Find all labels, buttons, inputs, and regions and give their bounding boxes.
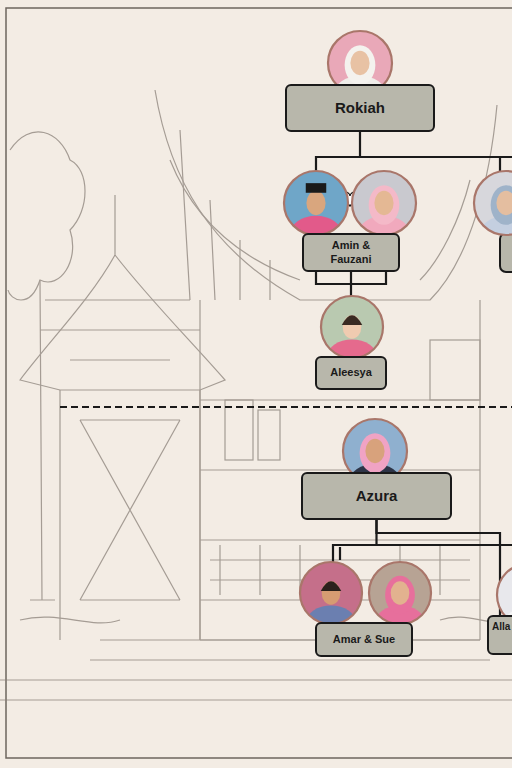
person-box: Alla bbox=[487, 615, 512, 655]
person-name: Aleesya bbox=[330, 366, 372, 380]
person-name: Amar & Sue bbox=[333, 633, 395, 647]
generation-divider bbox=[60, 406, 512, 408]
person-name: Amin & Fauzani bbox=[315, 239, 387, 267]
person-box: Amar & Sue bbox=[315, 622, 413, 657]
person-box: Aleesya bbox=[315, 356, 387, 390]
person-name: Alla bbox=[492, 621, 510, 634]
branch-line bbox=[377, 544, 512, 546]
photo-group bbox=[284, 31, 512, 642]
person-box: Amin & Fauzani bbox=[302, 233, 400, 272]
partial-box bbox=[500, 233, 512, 272]
person-name: Azura bbox=[356, 487, 398, 506]
couple-bracket bbox=[316, 272, 386, 284]
frame bbox=[6, 8, 512, 758]
branch-line bbox=[499, 157, 501, 171]
person-box: Azura bbox=[301, 472, 452, 520]
branch-line bbox=[339, 547, 341, 560]
person-box: Rokiah bbox=[285, 84, 435, 132]
person-name: Rokiah bbox=[335, 99, 385, 118]
portrait bbox=[474, 171, 512, 251]
house-lines bbox=[0, 90, 512, 700]
branch-line bbox=[360, 156, 512, 158]
